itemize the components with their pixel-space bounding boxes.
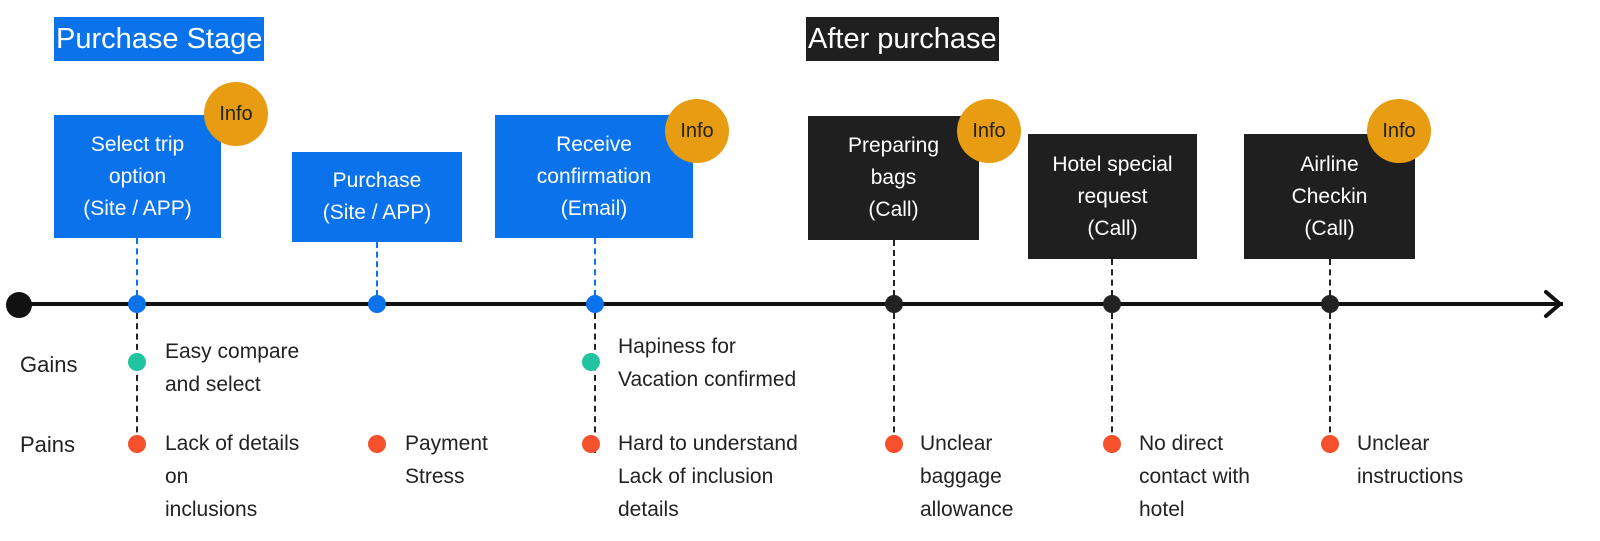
timeline-node (1321, 295, 1339, 313)
step-line: Preparing (847, 134, 940, 157)
pain-dot (1103, 435, 1121, 453)
timeline-node (1103, 295, 1121, 313)
connector-line (893, 313, 895, 453)
connector-line (1111, 313, 1113, 453)
step-line: Receive (556, 132, 632, 156)
step-hotel-special-request: Hotel special request (Call) (1028, 134, 1197, 259)
connector-line (136, 313, 138, 453)
gain-note: Hapiness for Vacation confirmed (618, 335, 797, 391)
info-badge[interactable]: Info (957, 99, 1021, 163)
gain-dot (582, 353, 600, 371)
step-line: request (1077, 184, 1148, 208)
info-badge[interactable]: Info (1367, 99, 1431, 163)
step-line: Select trip (90, 132, 185, 156)
timeline-start-dot (6, 292, 32, 318)
connector-line (893, 240, 895, 296)
pain-dot (885, 435, 903, 453)
purchase-stage-label: Purchase Stage (54, 17, 265, 61)
info-badge[interactable]: Info (665, 99, 729, 163)
pains-row-label: Pains (20, 432, 76, 457)
step-line: Purchase (332, 169, 422, 192)
info-badge[interactable]: Info (204, 82, 268, 146)
gains-row-label: Gains (20, 352, 78, 377)
step-line: Airline (1300, 152, 1359, 176)
connector-line (1329, 313, 1331, 453)
connector-line (594, 313, 596, 453)
step-line: Hotel special (1052, 152, 1173, 176)
connector-line (136, 238, 138, 296)
after-purchase-stage-label: After purchase (806, 17, 999, 61)
step-receive-confirmation: Receive confirmation (Email) (495, 115, 693, 238)
pain-note: Unclear baggage allowance (920, 432, 1014, 521)
step-line: Checkin (1291, 184, 1368, 208)
connector-line (376, 242, 378, 296)
step-line: option (108, 164, 167, 188)
timeline-node (128, 295, 146, 313)
gain-dot (128, 353, 146, 371)
pain-note: Payment Stress (405, 432, 488, 488)
step-preparing-bags: Preparing bags (Call) (808, 116, 979, 240)
step-line: (Site / APP) (83, 196, 192, 220)
step-line: (Call) (1304, 216, 1355, 240)
connector-line (1329, 259, 1331, 296)
timeline-axis (18, 302, 1563, 306)
pain-note: Unclear instructions (1357, 432, 1464, 488)
step-line: bags (870, 166, 917, 189)
step-line: (Email) (560, 196, 628, 220)
pain-dot (128, 435, 146, 453)
step-line: (Call) (1087, 216, 1138, 240)
pain-dot (1321, 435, 1339, 453)
timeline-node (368, 295, 386, 313)
timeline-node (586, 295, 604, 313)
pain-note: No direct contact with hotel (1139, 432, 1250, 521)
pain-note: Lack of details on inclusions (165, 432, 300, 521)
timeline-node (885, 295, 903, 313)
step-line: (Call) (868, 198, 919, 221)
step-line: (Site / APP) (322, 201, 432, 224)
step-purchase: Purchase (Site / APP) (292, 152, 462, 242)
pain-dot (368, 435, 386, 453)
pain-dot (582, 435, 600, 453)
gain-note: Easy compare and select (165, 340, 300, 396)
step-select-trip-option: Select trip option (Site / APP) (54, 115, 221, 238)
arrow-right-icon (1544, 290, 1562, 318)
step-line: confirmation (536, 164, 652, 188)
pain-note: Hard to understand Lack of inclusion det… (618, 432, 798, 521)
connector-line (594, 238, 596, 296)
connector-line (1111, 259, 1113, 296)
